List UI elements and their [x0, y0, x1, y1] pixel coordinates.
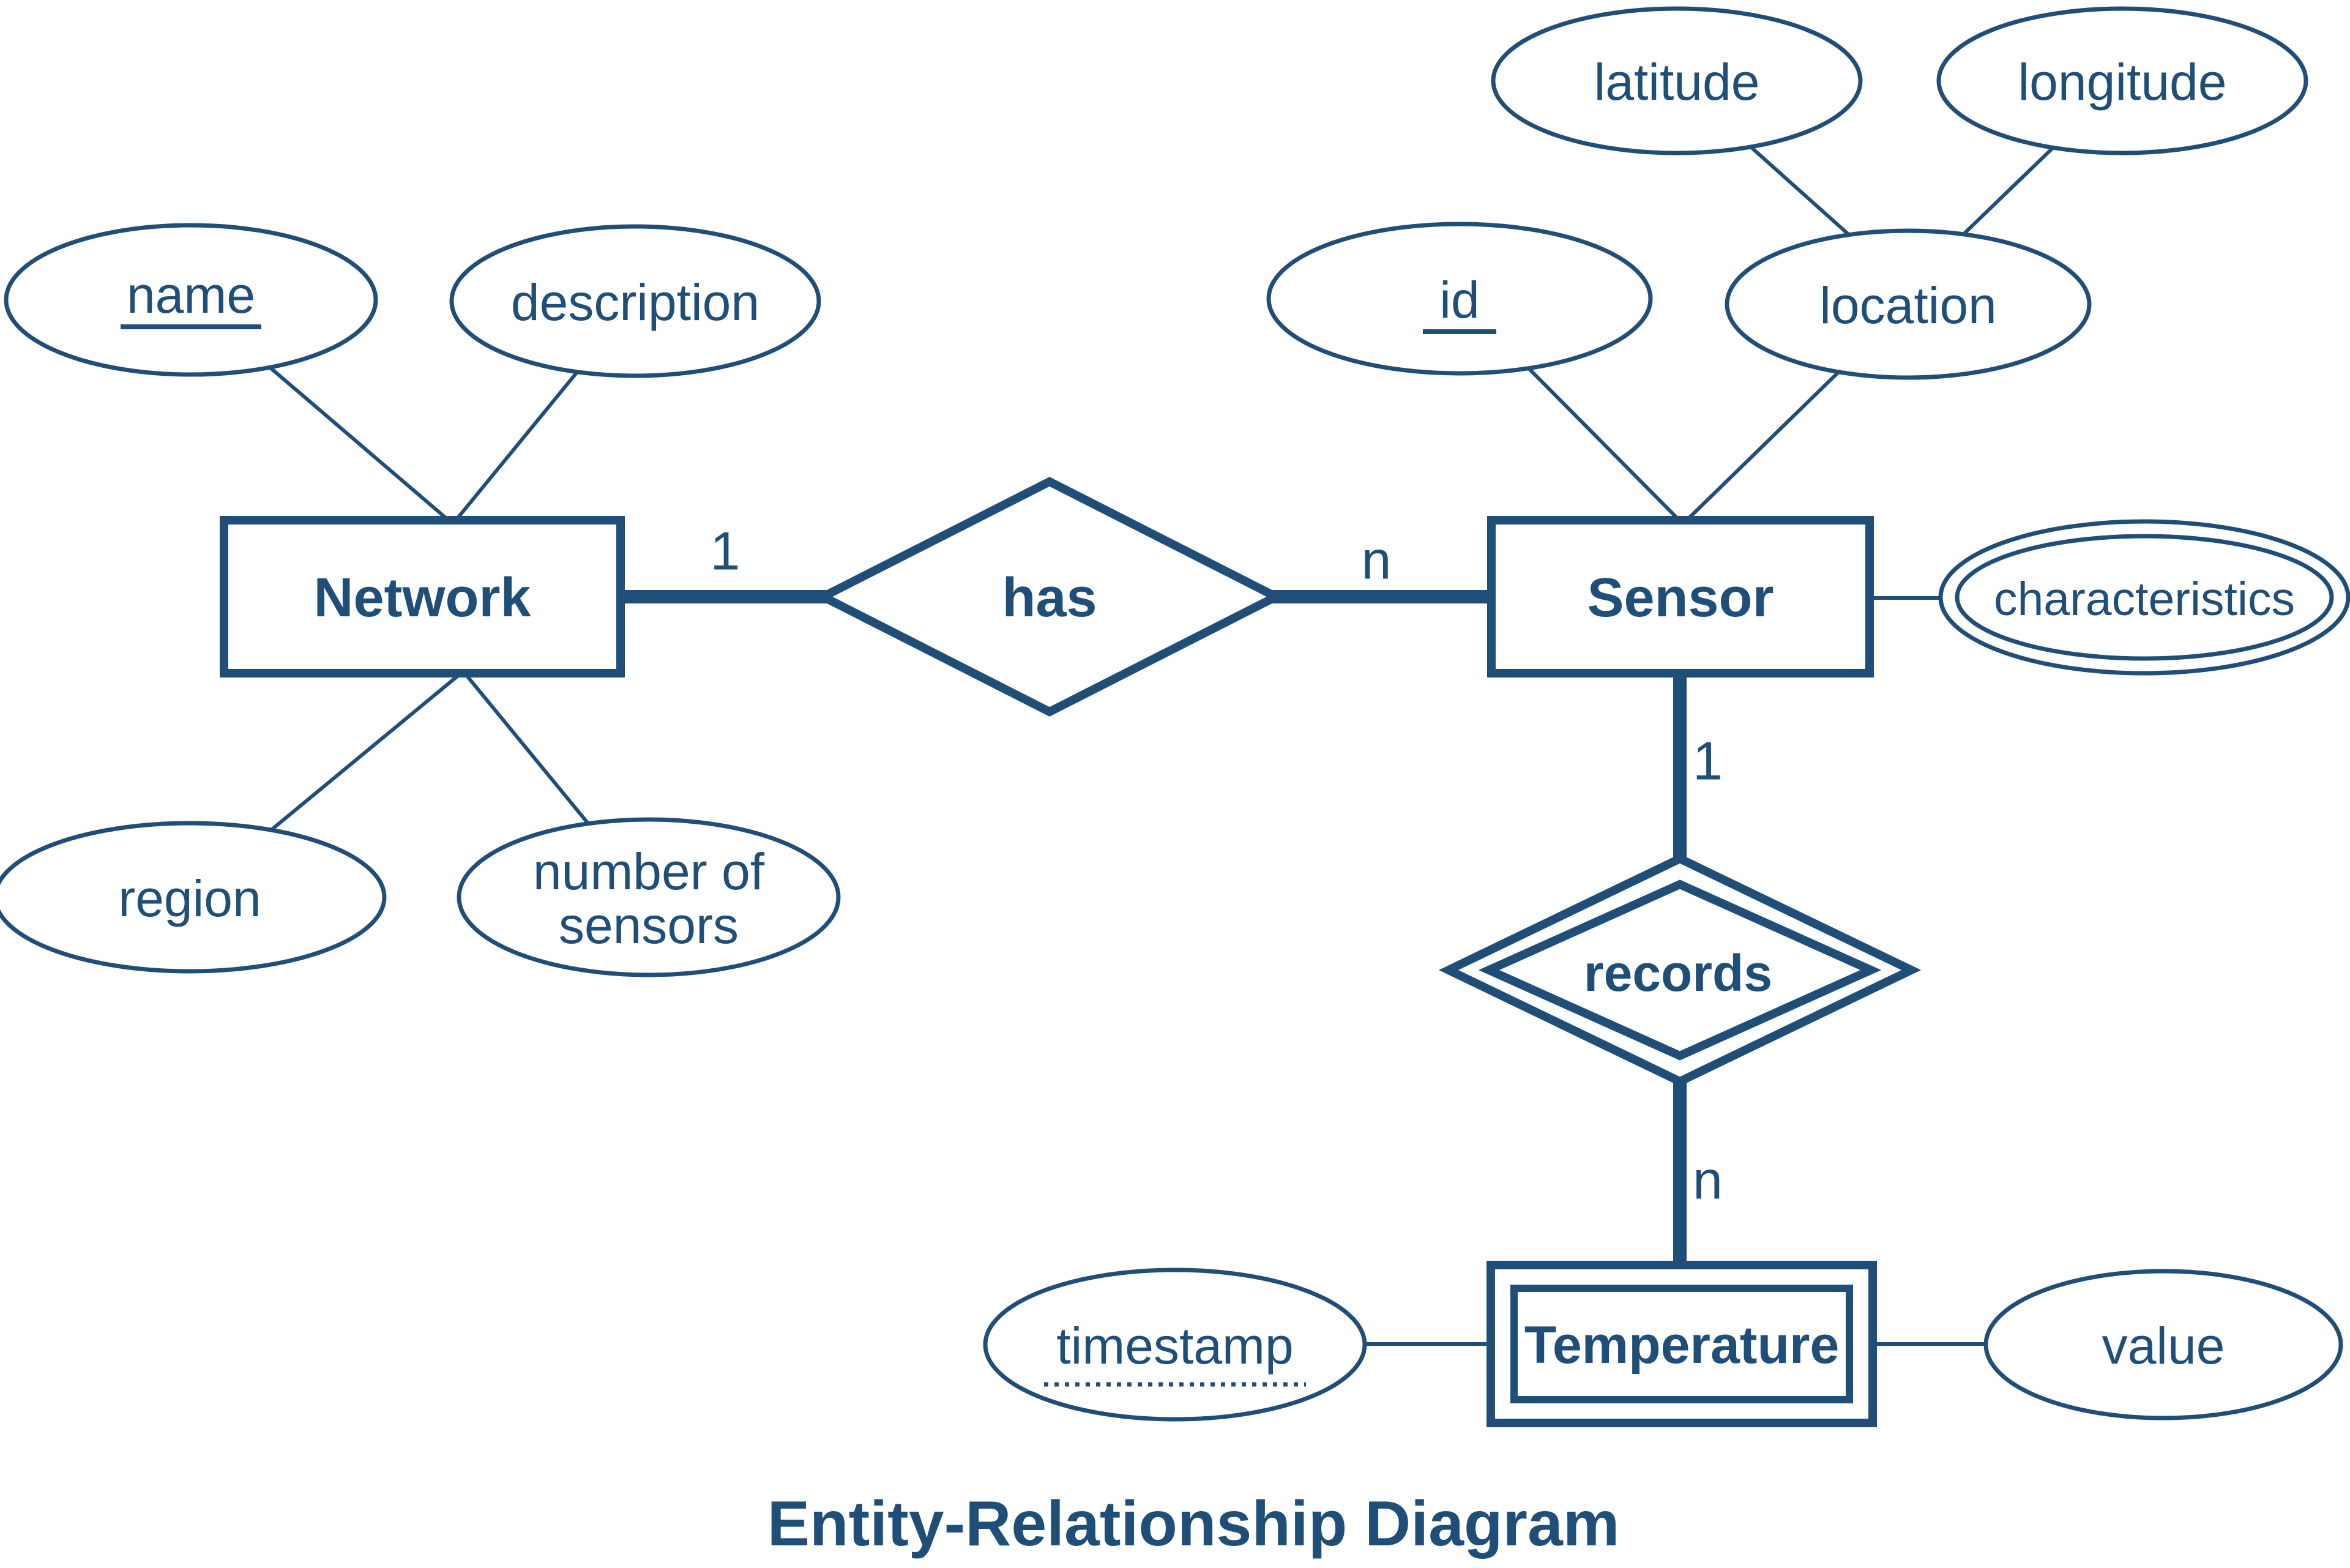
network-entity-label: Network: [313, 567, 531, 629]
characteristics-attribute-ellipse-outer: [1938, 519, 2350, 676]
id-attribute-label: id: [1439, 271, 1479, 329]
key-underlines: [121, 324, 1496, 1387]
longitude-attribute-ellipse: [1936, 6, 2308, 155]
entity-labels: Network Sensor Temperature: [313, 567, 1839, 1375]
attribute-labels: name description region number of sensor…: [118, 53, 2295, 1375]
value-attribute-label: value: [2102, 1317, 2225, 1375]
characteristics-attribute-label: characteristics: [1994, 573, 2295, 625]
records-relationship-diamond-outer: [1438, 854, 1922, 1086]
name-attribute-ellipse: [4, 223, 378, 377]
latitude-attribute-ellipse: [1491, 6, 1863, 155]
number-of-sensors-attribute-label-line1: number of: [533, 843, 765, 900]
sensor-entity-box: [1487, 516, 1874, 678]
timestamp-attribute-label: timestamp: [1056, 1317, 1293, 1375]
entity-shapes: [220, 516, 1877, 1427]
timestamp-attribute-ellipse: [983, 1267, 1367, 1422]
region-attribute-ellipse: [0, 821, 387, 974]
records-sensor-cardinality-label: 1: [1693, 731, 1723, 791]
has-network-cardinality-label: 1: [711, 521, 740, 581]
location-attribute-ellipse: [1725, 228, 2092, 380]
number-of-sensors-attribute-ellipse: [457, 817, 841, 977]
value-attribute-ellipse: [1983, 1269, 2343, 1421]
diagram-title: Entity-Relationship Diagram: [767, 1488, 1620, 1559]
records-relationship-label: records: [1584, 944, 1772, 1002]
attribute-shapes: [0, 6, 2350, 1422]
temperature-entity-label: Temperature: [1524, 1316, 1840, 1375]
id-attribute-ellipse: [1266, 222, 1653, 376]
longitude-attribute-label: longitude: [2018, 53, 2227, 111]
network-entity-box: [220, 516, 625, 678]
records-relationship-diamond-inner: [1478, 879, 1882, 1061]
has-sensor-cardinality-label: n: [1362, 530, 1392, 591]
cardinality-labels: 1 n 1 n: [711, 521, 1723, 1211]
location-attribute-label: location: [1819, 277, 1997, 334]
has-relationship-label: has: [1002, 567, 1097, 629]
relationship-shapes: [813, 477, 1922, 1086]
relationship-connector-lines: [617, 590, 1687, 1272]
description-attribute-label: description: [511, 274, 759, 331]
description-attribute-ellipse: [449, 224, 821, 378]
name-attribute-label: name: [127, 266, 255, 324]
characteristics-attribute-ellipse-inner: [1955, 534, 2334, 661]
latitude-attribute-label: latitude: [1594, 53, 1760, 111]
number-of-sensors-attribute-label-line2: sensors: [559, 897, 739, 954]
sensor-entity-label: Sensor: [1587, 567, 1774, 629]
region-attribute-label: region: [118, 870, 261, 927]
records-temperature-cardinality-label: n: [1693, 1150, 1723, 1211]
has-relationship-diamond: [813, 477, 1286, 717]
relationship-labels: has records: [1002, 567, 1772, 1002]
temperature-entity-box-inner: [1510, 1285, 1853, 1403]
